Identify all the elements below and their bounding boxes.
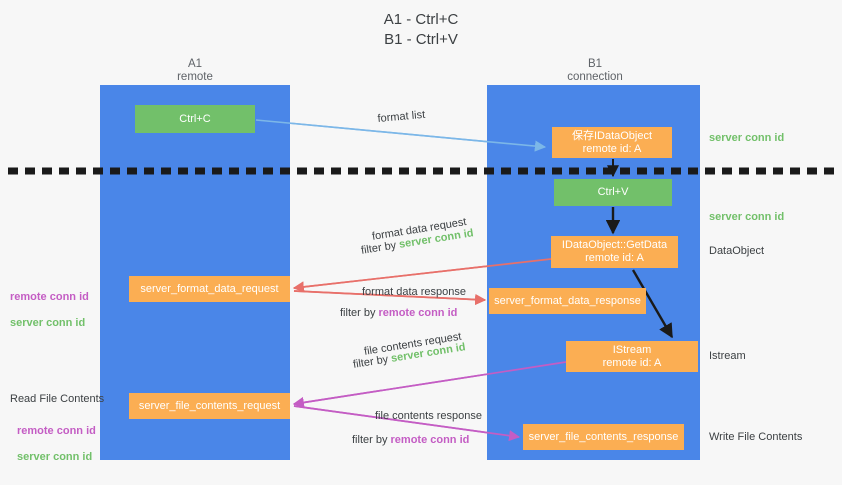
- node-server-file-contents-response[interactable]: server_file_contents_response: [523, 424, 684, 450]
- node-ctrl-c[interactable]: Ctrl+C: [135, 105, 255, 133]
- edge-label-file-contents-response: file contents response: [375, 410, 483, 422]
- node-server-format-data-response[interactable]: server_format_data_response: [489, 288, 646, 314]
- remote-conn-id-token: remote conn id: [390, 434, 470, 446]
- label-right-server-conn-id-mid: server conn id: [709, 211, 785, 223]
- node-server-file-contents-request[interactable]: server_file_contents_request: [129, 393, 290, 419]
- label-right-write-file-contents: Write File Contents: [709, 431, 803, 443]
- column-header-a1: A1 remote: [177, 58, 213, 83]
- label-right-server-conn-id-top: server conn id: [709, 132, 785, 144]
- remote-conn-id-label: remote conn id: [10, 291, 89, 303]
- node-istream[interactable]: IStream remote id: A: [566, 341, 698, 372]
- edge-label-file-contents-response-filter: filter by remote conn id: [352, 433, 469, 447]
- edge-label-format-data-response: format data response: [362, 286, 466, 298]
- filter-prefix: filter by: [352, 434, 391, 446]
- diagram-title: A1 - Ctrl+C B1 - Ctrl+V: [383, 11, 459, 48]
- edge-label-format-data-response-filter: filter by remote conn id: [340, 306, 457, 320]
- column-header-b1: B1 connection: [567, 58, 623, 83]
- label-left-read-file-contents: Read File Contents: [10, 393, 105, 405]
- node-ctrl-v[interactable]: Ctrl+V: [554, 179, 672, 206]
- node-idataobject[interactable]: 保存IDataObject remote id: A: [552, 127, 672, 158]
- server-conn-id-label: server conn id: [17, 451, 93, 463]
- label-left-conn-ids-top: remote conn id server conn id: [10, 278, 89, 343]
- server-conn-id-label: server conn id: [10, 317, 86, 329]
- node-idataobject-getdata[interactable]: IDataObject::GetData remote id: A: [551, 236, 678, 268]
- node-server-format-data-request[interactable]: server_format_data_request: [129, 276, 290, 302]
- label-right-istream: Istream: [709, 350, 746, 362]
- filter-prefix: filter by: [340, 307, 379, 319]
- label-right-dataobject: DataObject: [709, 245, 765, 257]
- label-left-conn-ids-bottom: remote conn id server conn id: [17, 412, 96, 477]
- remote-conn-id-label: remote conn id: [17, 425, 96, 437]
- remote-conn-id-token: remote conn id: [378, 307, 458, 319]
